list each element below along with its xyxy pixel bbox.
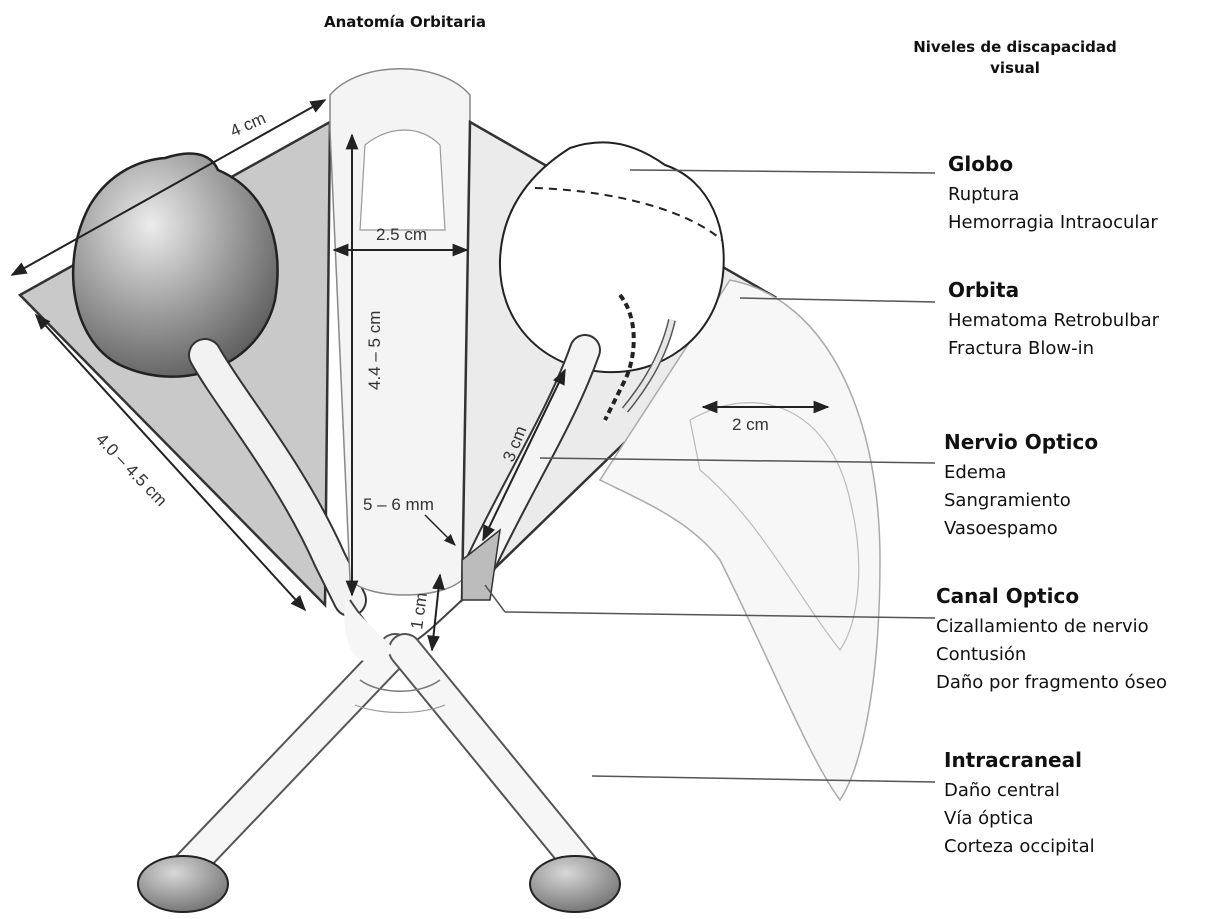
canal-diameter-label: 5 – 6 mm [363,495,434,514]
orbit-height-label: 4.4 – 5 cm [365,311,384,390]
level-item: Ruptura [948,181,1228,209]
level-item: Daño central [944,777,1228,805]
level-globo: Globo Ruptura Hemorragia Intraocular [948,152,1228,237]
level-intracraneal: Intracraneal Daño central Vía óptica Cor… [944,748,1228,861]
level-item: Vía óptica [944,805,1228,833]
canal-length-label: 1 cm [407,591,431,630]
left-occipital-lobe [138,856,228,912]
right-eyeball [500,142,724,372]
levels-heading: Niveles de discapacidad visual [905,37,1125,79]
level-name: Globo [948,152,1228,176]
level-nervio-optico: Nervio Optico Edema Sangramiento Vasoesp… [944,430,1228,543]
level-orbita: Orbita Hematoma Retrobulbar Fractura Blo… [948,278,1228,363]
level-canal-optico: Canal Optico Cizallamiento de nervio Con… [936,584,1228,697]
level-item: Sangramiento [944,487,1228,515]
level-item: Cizallamiento de nervio [936,613,1228,641]
level-name: Canal Optico [936,584,1228,608]
level-item: Fractura Blow-in [948,335,1228,363]
level-item: Edema [944,459,1228,487]
diagram-title: Anatomía Orbitaria [290,13,520,31]
level-item: Vasoespamo [944,515,1228,543]
level-name: Intracraneal [944,748,1228,772]
interorbital-label: 2.5 cm [376,225,427,244]
level-item: Contusión [936,641,1228,669]
level-item: Daño por fragmento óseo [936,669,1228,697]
level-item: Hematoma Retrobulbar [948,307,1228,335]
level-item: Corteza occipital [944,833,1228,861]
level-name: Orbita [948,278,1228,302]
level-name: Nervio Optico [944,430,1228,454]
leader-intracraneal [592,776,935,782]
rim-width-label: 2 cm [732,415,769,434]
right-occipital-lobe [530,856,620,912]
level-item: Hemorragia Intraocular [948,209,1228,237]
orbit-depth-label: 4.0 – 4.5 cm [92,430,171,511]
